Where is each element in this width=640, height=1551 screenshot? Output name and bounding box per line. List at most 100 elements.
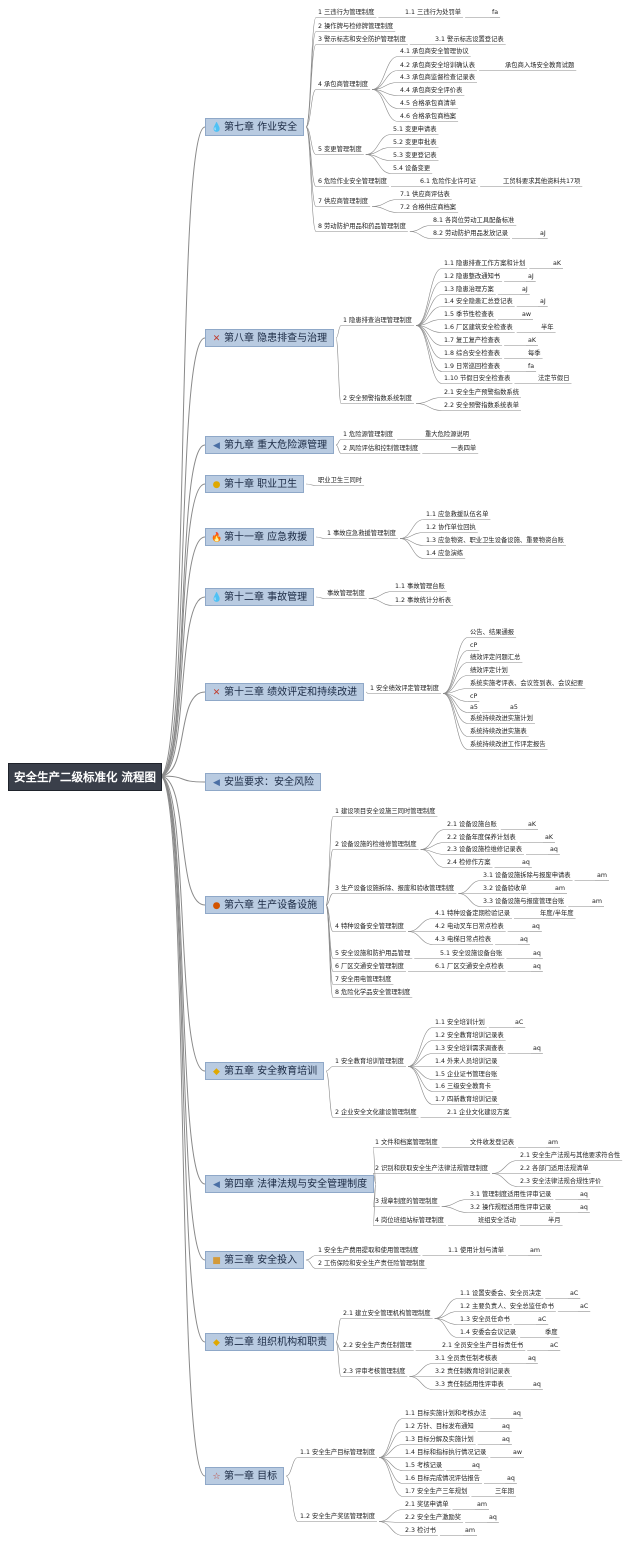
branch-node[interactable]: 2.1 建立安全管理机构管理制度 xyxy=(343,1310,431,1317)
branch-node[interactable]: 2 风险评估和控制管理制度 xyxy=(343,445,419,452)
branch-node[interactable]: aK xyxy=(545,834,553,841)
branch-node[interactable]: fa xyxy=(528,363,535,370)
branch-node[interactable]: 8 危险化学品安全管理制度 xyxy=(335,989,411,996)
branch-node[interactable]: 1.5 考核记录 xyxy=(405,1462,443,1469)
branch-node[interactable]: 工贸科要求其他资料共17项 xyxy=(503,178,581,185)
branch-node[interactable]: am xyxy=(555,885,565,892)
branch-node[interactable]: 2.4 检修作方案 xyxy=(447,859,491,866)
branch-node[interactable]: 6 危险作业安全管理制度 xyxy=(318,178,387,185)
branch-node[interactable]: 每季 xyxy=(528,350,541,357)
branch-node[interactable]: 事故管理制度 xyxy=(327,590,365,597)
branch-node[interactable]: 1 安全绩效评定管理制度 xyxy=(370,685,439,692)
branch-node[interactable]: aq xyxy=(472,1462,480,1469)
branch-node[interactable]: 4.5 合格承包商清单 xyxy=(400,100,457,107)
branch-node[interactable]: 1.1 隐患排查工作方案和计划 xyxy=(444,260,526,267)
branch-node[interactable]: 6.1 厂区交通安全点检表 xyxy=(435,963,504,970)
branch-node[interactable]: aq xyxy=(580,1191,588,1198)
branch-node[interactable]: 文件收发登记表 xyxy=(470,1139,515,1146)
branch-node[interactable]: 8.2 劳动防护用品发放记录 xyxy=(433,230,508,237)
branch-node[interactable]: 5.3 变更登记表 xyxy=(393,152,437,159)
branch-node[interactable]: aK xyxy=(528,337,536,344)
branch-node[interactable]: 4.1 特种设备定期检验记录 xyxy=(435,910,510,917)
root-node[interactable]: 安全生产二级标准化 流程图 xyxy=(8,763,162,791)
branch-node[interactable]: 6.1 危险作业许可证 xyxy=(420,178,477,185)
branch-node[interactable]: aq xyxy=(522,859,530,866)
branch-node[interactable]: 1.1 应急救援队伍名单 xyxy=(426,511,489,518)
branch-node[interactable]: 3.2 责任制教育培训记录表 xyxy=(435,1368,510,1375)
branch-node[interactable]: 1.10 节假日安全检查表 xyxy=(444,375,511,382)
branch-node[interactable]: 4.6 合格承包商档案 xyxy=(400,113,457,120)
branch-node[interactable]: 2.1 设备设施台账 xyxy=(447,821,497,828)
branch-node[interactable]: 公告、结果通报 xyxy=(470,629,515,636)
branch-node[interactable]: 4 特种设备安全管理制度 xyxy=(335,923,404,930)
chapter-node[interactable]: ◀第九章 重大危险源管理 xyxy=(205,436,335,454)
branch-node[interactable]: 2 安全预警指数系统制度 xyxy=(343,395,412,402)
branch-node[interactable]: 系统持续改进实施计划 xyxy=(470,715,533,722)
branch-node[interactable]: 1.4 外来人员培训记录 xyxy=(435,1058,498,1065)
branch-node[interactable]: 1.1 目标实施计划和考核办法 xyxy=(405,1410,487,1417)
branch-node[interactable]: 1.1 使用计划与清单 xyxy=(448,1247,505,1254)
branch-node[interactable]: 5.2 变更审批表 xyxy=(393,139,437,146)
branch-node[interactable]: am xyxy=(592,898,602,905)
branch-node[interactable]: aC xyxy=(550,1342,559,1349)
branch-node[interactable]: 1.1 设置安委会、安全员决定 xyxy=(460,1290,542,1297)
branch-node[interactable]: 1.7 四新教育培训记录 xyxy=(435,1096,498,1103)
branch-node[interactable]: 4.3 电梯日常点检表 xyxy=(435,936,492,943)
branch-node[interactable]: 2.1 安全生产法规与其他要求符合性 xyxy=(520,1152,621,1159)
chapter-node[interactable]: 💧第十二章 事故管理 xyxy=(205,588,315,606)
branch-node[interactable]: 4.3 承包商监督检查记录表 xyxy=(400,74,475,81)
branch-node[interactable]: 7 安全用电管理制度 xyxy=(335,976,392,983)
branch-node[interactable]: 1 危险源管理制度 xyxy=(343,431,394,438)
branch-node[interactable]: aJ xyxy=(522,286,528,293)
branch-node[interactable]: 2.3 检讨书 xyxy=(405,1527,436,1534)
branch-node[interactable]: 6 厂区交通安全管理制度 xyxy=(335,963,404,970)
branch-node[interactable]: 2 设备设施的检维修管理制度 xyxy=(335,841,417,848)
branch-node[interactable]: 3.2 设备验收单 xyxy=(483,885,527,892)
branch-node[interactable]: 重大危险源说明 xyxy=(425,431,470,438)
branch-node[interactable]: 2.2 安全生产激励奖 xyxy=(405,1514,462,1521)
branch-node[interactable]: 8 劳动防护用品和药品管理制度 xyxy=(318,223,406,230)
branch-node[interactable]: aK xyxy=(528,821,536,828)
branch-node[interactable]: 3 生产设备设施拆除、报废和验收管理制度 xyxy=(335,885,455,892)
branch-node[interactable]: 4.2 承包商安全培训确认表 xyxy=(400,62,475,69)
branch-node[interactable]: 2.2 设备年度保养计划表 xyxy=(447,834,516,841)
branch-node[interactable]: 季度 xyxy=(545,1329,558,1336)
branch-node[interactable]: 3 警示标志和安全防护管理制度 xyxy=(318,36,406,43)
branch-node[interactable]: 1.3 安全员任命书 xyxy=(460,1316,510,1323)
branch-node[interactable]: 1.4 应急演练 xyxy=(426,550,464,557)
branch-node[interactable]: 1.9 日常巡回检查表 xyxy=(444,363,501,370)
branch-node[interactable]: 绩效评定问题汇总 xyxy=(470,654,521,661)
branch-node[interactable]: 1.3 隐患治理方案 xyxy=(444,286,494,293)
branch-node[interactable]: 2 操作牌与检修牌管理制度 xyxy=(318,23,394,30)
chapter-node[interactable]: ◆第五章 安全教育培训 xyxy=(205,1062,325,1080)
branch-node[interactable]: 1 安全生产费用提取和使用管理制度 xyxy=(318,1247,419,1254)
branch-node[interactable]: aC xyxy=(515,1019,524,1026)
branch-node[interactable]: a5 xyxy=(470,704,478,711)
branch-node[interactable]: 1 隐患排查治理管理制度 xyxy=(343,317,412,324)
branch-node[interactable]: 1.4 安委会会议记录 xyxy=(460,1329,517,1336)
branch-node[interactable]: aq xyxy=(489,1514,497,1521)
branch-node[interactable]: 2.1 奖惩申请单 xyxy=(405,1501,449,1508)
branch-node[interactable]: 2 识别和获取安全生产法律法规管理制度 xyxy=(375,1165,489,1172)
branch-node[interactable]: aq xyxy=(580,1204,588,1211)
branch-node[interactable]: aq xyxy=(550,846,558,853)
branch-node[interactable]: 1.2 方针、目标发布通知 xyxy=(405,1423,474,1430)
branch-node[interactable]: 1.1 安全培训计划 xyxy=(435,1019,485,1026)
branch-node[interactable]: aq xyxy=(533,1045,541,1052)
branch-node[interactable]: 1.2 事故统计分析表 xyxy=(395,597,452,604)
branch-node[interactable]: aC xyxy=(538,1316,547,1323)
branch-node[interactable]: 3.1 全员责任制考核表 xyxy=(435,1355,498,1362)
branch-node[interactable]: 班组安全活动 xyxy=(478,1217,516,1224)
branch-node[interactable]: 2.3 评审考核管理制度 xyxy=(343,1368,406,1375)
branch-node[interactable]: 1.2 隐患整改通知书 xyxy=(444,273,501,280)
chapter-node[interactable]: ■第三章 安全投入 xyxy=(205,1251,305,1269)
branch-node[interactable]: 1.2 安全生产奖惩管理制度 xyxy=(300,1513,375,1520)
branch-node[interactable]: 1 建设项目安全设施三同时管理制度 xyxy=(335,808,436,815)
branch-node[interactable]: aw xyxy=(522,311,532,318)
branch-node[interactable]: aq xyxy=(502,1436,510,1443)
branch-node[interactable]: 2.1 全员安全生产目标责任书 xyxy=(442,1342,524,1349)
branch-node[interactable]: 5.4 设备变更 xyxy=(393,165,431,172)
branch-node[interactable]: aq xyxy=(532,923,540,930)
branch-node[interactable]: 1.1 三违行为处罚单 xyxy=(405,9,462,16)
chapter-node[interactable]: ◀第四章 法律法规与安全管理制度 xyxy=(205,1175,375,1193)
